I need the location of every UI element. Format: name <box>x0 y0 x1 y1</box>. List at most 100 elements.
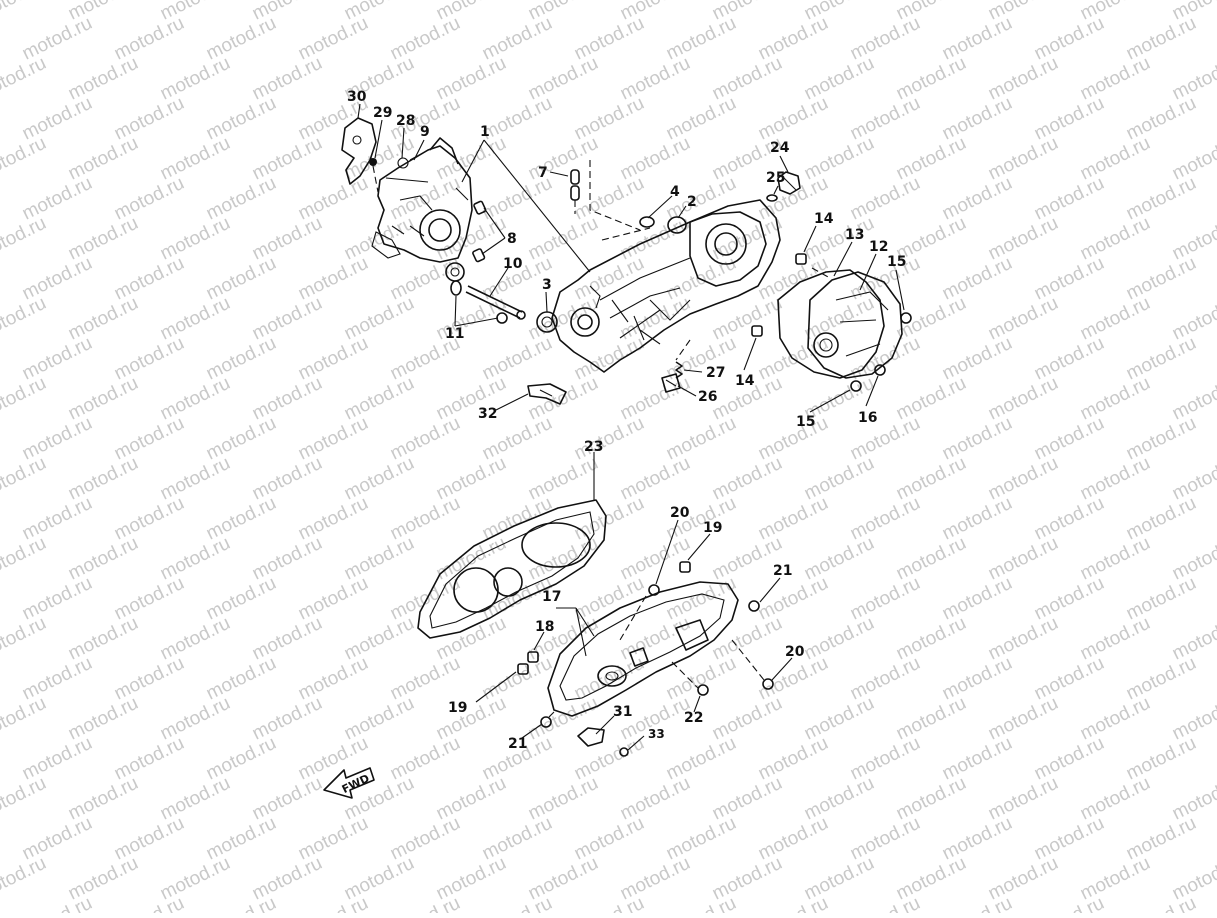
part-17-cvt-cover <box>547 581 739 717</box>
leader-lines <box>357 103 905 751</box>
part-19-dowels <box>517 561 691 675</box>
callout-12: 12 <box>869 239 888 255</box>
callout-16: 16 <box>858 410 877 426</box>
part-26-drain-plug <box>661 373 681 393</box>
part-18-dowel <box>527 651 539 663</box>
watermark-text: motod.ru <box>1169 53 1217 105</box>
callout-1: 1 <box>480 124 490 140</box>
watermark-text: motod.ru <box>1169 213 1217 265</box>
watermark-text: motod.ru <box>0 773 50 825</box>
callout-2: 2 <box>687 194 697 210</box>
callout-33: 33 <box>648 727 665 741</box>
callout-29: 29 <box>373 105 392 121</box>
watermark-text: motod.ru <box>1123 893 1200 913</box>
watermark-text: motod.ru <box>755 893 832 913</box>
callout-24: 24 <box>770 140 790 156</box>
callout-labels: 30 29 28 9 1 7 4 2 24 25 14 13 12 15 8 1… <box>347 89 906 752</box>
part-29-screw <box>369 158 379 193</box>
part-bearing-left <box>445 262 465 282</box>
watermark-text: motod.ru <box>295 893 372 913</box>
watermark-text: motod.ru <box>1169 453 1217 505</box>
callout-28: 28 <box>396 113 415 129</box>
part-30-plate <box>341 117 377 185</box>
callout-18: 18 <box>535 619 554 635</box>
callout-21: 21 <box>773 563 792 579</box>
watermark-text: motod.ru <box>1169 853 1217 905</box>
callout-4: 4 <box>670 184 680 200</box>
watermark-text: motod.ru <box>479 893 556 913</box>
watermark-text: motod.ru <box>0 53 50 105</box>
callout-11: 11 <box>445 326 464 342</box>
part-28-bolt <box>385 157 429 183</box>
part-21-bolts <box>540 600 760 728</box>
part-32-bracket <box>527 383 567 405</box>
callout-22: 22 <box>684 710 703 726</box>
callout-8: 8 <box>507 231 517 247</box>
watermark-text: motod.ru <box>19 893 96 913</box>
watermark-text: motod.ru <box>0 213 50 265</box>
watermark-text: motod.ru <box>0 133 50 185</box>
callout-19: 19 <box>448 700 467 716</box>
callout-31: 31 <box>613 704 632 720</box>
watermark-text: motod.ru <box>0 533 50 585</box>
watermark-text: motod.ru <box>0 453 50 505</box>
callout-13: 13 <box>845 227 864 243</box>
watermark-text: motod.ru <box>203 893 280 913</box>
part-10-shaft <box>465 285 526 320</box>
watermark-text: motod.ru <box>0 0 50 24</box>
callout-3: 3 <box>542 277 552 293</box>
callout-20: 20 <box>785 644 805 660</box>
watermark-text: motod.ru <box>663 893 740 913</box>
callout-14: 14 <box>814 211 834 227</box>
part-25-o-ring <box>766 194 778 202</box>
callout-26: 26 <box>698 389 717 405</box>
part-9-bolt <box>409 147 433 161</box>
callout-7: 7 <box>538 165 548 181</box>
watermark-text: motod.ru <box>1169 373 1217 425</box>
watermark-text: motod.ru <box>1169 693 1217 745</box>
part-12-cover <box>807 271 903 379</box>
part-20-bolts <box>648 584 774 690</box>
part-27-spring <box>675 361 683 379</box>
part-23-gasket <box>417 499 607 639</box>
callout-30: 30 <box>347 89 367 105</box>
part-15-bolts <box>850 312 912 392</box>
callout-32: 32 <box>478 406 497 422</box>
callout-9: 9 <box>420 124 430 140</box>
watermark-text: motod.ru <box>111 893 188 913</box>
watermark-text: motod.ru <box>1169 533 1217 585</box>
part-14-dowels <box>751 253 807 337</box>
part-31-bracket <box>577 727 605 747</box>
part-33-screw <box>619 747 629 757</box>
callout-17: 17 <box>542 589 561 605</box>
callout-10: 10 <box>503 256 523 272</box>
callout-14: 14 <box>735 373 755 389</box>
part-22-bolt <box>697 684 709 696</box>
watermark-text: motod.ru <box>387 893 464 913</box>
watermark-text: motod.ru <box>0 693 50 745</box>
watermark-text: motod.ru <box>1169 293 1217 345</box>
callout-15: 15 <box>796 414 815 430</box>
watermark-text: motod.ru <box>0 613 50 665</box>
left-crankcase-half <box>371 137 473 263</box>
part-13-gasket <box>777 269 885 379</box>
callout-21: 21 <box>508 736 527 752</box>
part-2-bearing <box>667 216 687 234</box>
watermark-text: motod.ru <box>1169 773 1217 825</box>
watermark-text: motod.ru <box>0 293 50 345</box>
watermark-text: motod.ru <box>1031 893 1108 913</box>
callout-20: 20 <box>670 505 690 521</box>
callout-27: 27 <box>706 365 725 381</box>
part-16-bolt <box>874 364 886 376</box>
watermark-text: motod.ru <box>0 853 50 905</box>
watermark-text: motod.ru <box>571 893 648 913</box>
watermark-text: motod.ru <box>847 893 924 913</box>
part-4-pin <box>639 216 655 228</box>
callout-23: 23 <box>584 439 603 455</box>
callout-19: 19 <box>703 520 722 536</box>
watermark-text: motod.ru <box>1169 613 1217 665</box>
part-7-dowel-pins <box>570 169 580 201</box>
watermark-text: motod.ru <box>1169 133 1217 185</box>
